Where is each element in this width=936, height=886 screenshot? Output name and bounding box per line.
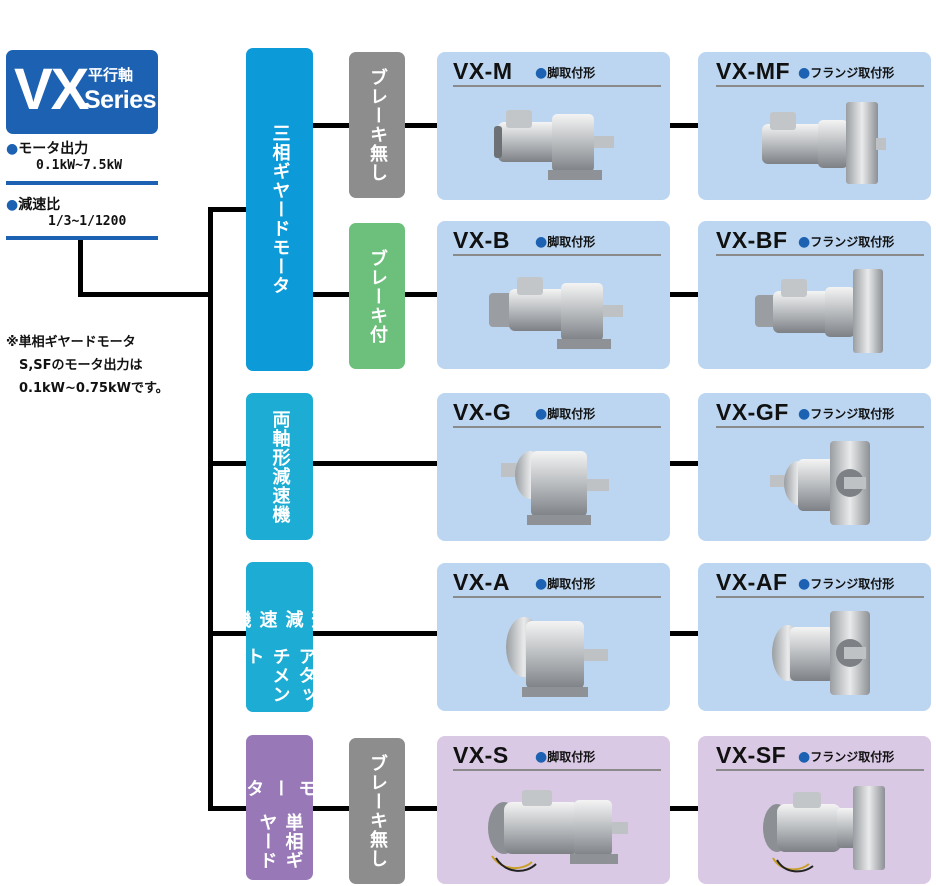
model-name: VX-MF [716, 58, 791, 84]
underline [716, 426, 924, 428]
mount-type: ●脚取付形 [535, 749, 596, 765]
connector-line [313, 631, 437, 636]
underline [716, 769, 924, 771]
series-badge: VX 平行軸 Series [6, 50, 158, 134]
foot-mount-motor-image [494, 110, 614, 180]
flange-attachment-reducer-image [772, 611, 870, 695]
model-name: VX-M [453, 58, 513, 84]
product-panel-vx-a[interactable]: VX-A ●脚取付形 [437, 563, 670, 711]
connector-line [670, 123, 698, 128]
mount-type: ●脚取付形 [535, 406, 596, 422]
category-attachment-reducer: アタッチメント形減速機 [231, 562, 330, 712]
connector-line [670, 461, 698, 466]
underline [453, 85, 661, 87]
model-name: VX-A [453, 569, 510, 595]
flange-mount-motor-image [762, 102, 886, 184]
product-panel-vx-gf[interactable]: VX-GF ●フランジ取付形 [698, 393, 931, 541]
mount-type: ●脚取付形 [535, 234, 596, 250]
product-panel-vx-sf[interactable]: VX-SF ●フランジ取付形 [698, 736, 931, 884]
model-name: VX-BF [716, 227, 788, 253]
flange-dual-shaft-reducer-image [770, 441, 870, 525]
mount-type: ●フランジ取付形 [798, 65, 895, 81]
spec-ratio-label: ●減速比 [6, 197, 61, 213]
mount-type: ●脚取付形 [535, 576, 596, 592]
spec-divider [6, 181, 158, 185]
brake-with-box: ブレーキ付 [349, 223, 405, 369]
model-name: VX-B [453, 227, 510, 253]
dual-shaft-reducer-image [501, 451, 609, 525]
brake-none-box: ブレーキ無し [349, 52, 405, 198]
connector-line [313, 123, 349, 128]
model-name: VX-G [453, 399, 512, 425]
product-panel-vx-s[interactable]: VX-S ●脚取付形 [437, 736, 670, 884]
product-panel-vx-m[interactable]: VX-M ●脚取付形 [437, 52, 670, 200]
connector-line [78, 292, 212, 297]
spec-divider [6, 236, 158, 240]
mount-type: ●フランジ取付形 [798, 406, 895, 422]
model-name: VX-S [453, 742, 509, 768]
underline [453, 769, 661, 771]
connector-line [208, 631, 248, 636]
connector-line [670, 631, 698, 636]
series-logo: VX [14, 57, 89, 122]
connector-line [208, 207, 248, 212]
model-name: VX-AF [716, 569, 788, 595]
mount-type: ●フランジ取付形 [798, 749, 895, 765]
flange-mount-brake-motor-image [755, 269, 883, 353]
connector-line [78, 240, 83, 297]
mount-type: ●フランジ取付形 [798, 234, 895, 250]
connector-line [405, 806, 437, 811]
model-name: VX-SF [716, 742, 787, 768]
underline [453, 426, 661, 428]
product-panel-vx-mf[interactable]: VX-MF ●フランジ取付形 [698, 52, 931, 200]
connector-line [670, 292, 698, 297]
connector-line [208, 806, 248, 811]
spec-output-label: ●モータ出力 [6, 141, 89, 157]
underline [453, 596, 661, 598]
connector-line [405, 123, 437, 128]
connector-line [208, 461, 248, 466]
single-phase-flange-motor-image [763, 786, 885, 873]
underline [453, 254, 661, 256]
connector-line [670, 806, 698, 811]
foot-mount-brake-motor-image [489, 277, 623, 349]
connector-line [313, 461, 437, 466]
product-panel-vx-g[interactable]: VX-G ●脚取付形 [437, 393, 670, 541]
product-panel-vx-af[interactable]: VX-AF ●フランジ取付形 [698, 563, 931, 711]
spec-ratio-value: 1/3~1/1200 [48, 214, 127, 229]
trunk-line [208, 207, 213, 811]
single-phase-foot-motor-image [488, 790, 628, 872]
product-panel-vx-bf[interactable]: VX-BF ●フランジ取付形 [698, 221, 931, 369]
underline [716, 596, 924, 598]
connector-line [313, 292, 349, 297]
spec-output-value: 0.1kW~7.5kW [36, 158, 123, 173]
category-dual-shaft-reducer: 両軸形減速機 [246, 393, 313, 540]
underline [716, 254, 924, 256]
category-single-phase-motor: 単相ギヤードモータ [244, 735, 317, 880]
series-subtitle: 平行軸 [88, 66, 134, 84]
connector-line [405, 292, 437, 297]
connector-line [313, 806, 349, 811]
brake-none-box: ブレーキ無し [349, 738, 405, 884]
model-name: VX-GF [716, 399, 789, 425]
attachment-reducer-image [506, 617, 608, 697]
underline [716, 85, 924, 87]
mount-type: ●脚取付形 [535, 65, 596, 81]
mount-type: ●フランジ取付形 [798, 576, 895, 592]
category-three-phase-motor: 三相ギヤードモータ [246, 48, 313, 371]
product-panel-vx-b[interactable]: VX-B ●脚取付形 [437, 221, 670, 369]
series-name: Series [84, 86, 157, 114]
footnote: ※単相ギヤードモータ S,SFのモータ出力は 0.1kW~0.75kWです。 [6, 335, 169, 396]
